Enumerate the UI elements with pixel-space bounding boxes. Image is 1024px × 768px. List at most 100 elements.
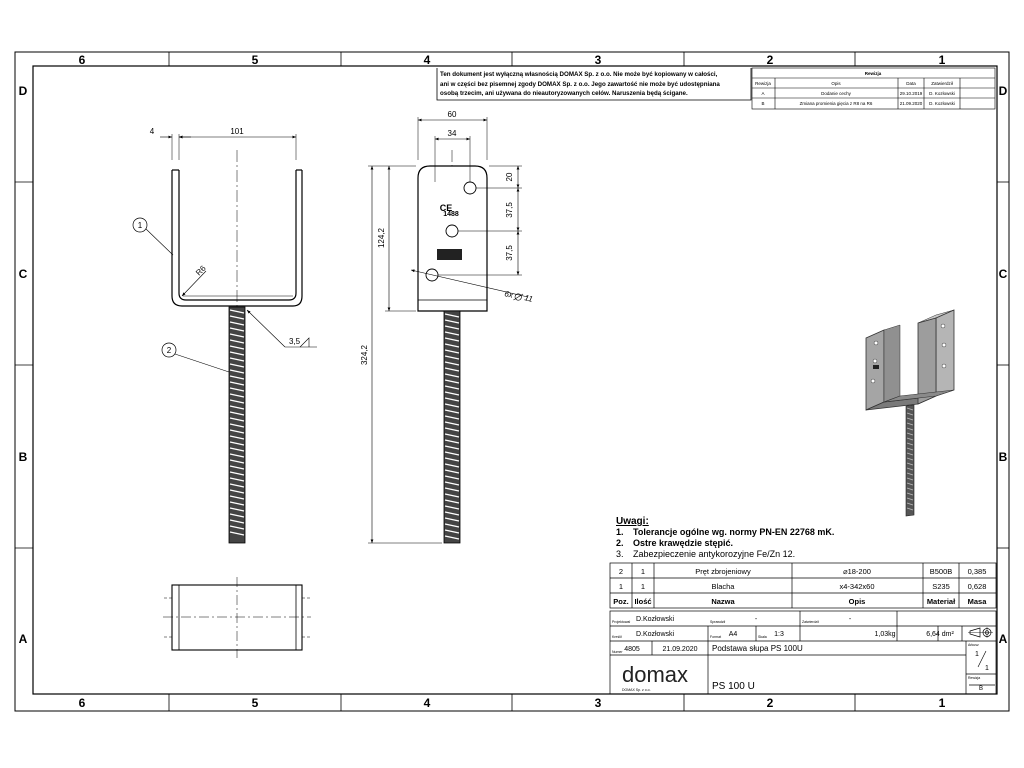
rebar-rib bbox=[229, 513, 245, 518]
rebar-rib bbox=[229, 357, 245, 362]
rebar-rib bbox=[444, 433, 460, 438]
row-label: A bbox=[999, 632, 1008, 646]
bom-cell: S235 bbox=[932, 582, 950, 591]
dim-hole-diameter: 11 bbox=[524, 293, 534, 304]
balloon-1: 1 bbox=[138, 221, 143, 230]
bom-header: Masa bbox=[968, 597, 988, 606]
rev-cell: B bbox=[761, 101, 764, 106]
dim-total-height: 324,2 bbox=[360, 344, 369, 365]
rebar-ribs bbox=[229, 309, 245, 536]
bom-cell: Pręt zbrojeniowy bbox=[695, 567, 751, 576]
bom-header: Materiał bbox=[927, 597, 956, 606]
iso-view bbox=[865, 309, 955, 517]
dim-hole-mid1: 37,5 bbox=[505, 202, 514, 218]
rebar-rib bbox=[229, 375, 245, 380]
rebar-rib bbox=[906, 487, 914, 491]
rebar-rib bbox=[906, 417, 914, 421]
label-numer: Numer bbox=[612, 650, 623, 654]
bom-header: Opis bbox=[849, 597, 866, 606]
dim-inner-width: 101 bbox=[230, 127, 244, 136]
rebar-rib bbox=[229, 459, 245, 464]
rev-cell: 21.09.2020 bbox=[900, 101, 923, 106]
sheet-total: 1 bbox=[985, 665, 989, 672]
side-view: CE 1488 60 34 20 37,5 37,5 124,2 324,2 bbox=[360, 110, 534, 545]
col-label: 5 bbox=[252, 53, 259, 67]
col-label: 4 bbox=[424, 53, 431, 67]
rebar-rib bbox=[229, 345, 245, 350]
rebar-ribs bbox=[906, 407, 914, 511]
dim-plate-height: 124,2 bbox=[377, 227, 386, 248]
note-item: 3.Zabezpieczenie antykorozyjne Fe/Zn 12. bbox=[616, 549, 795, 559]
rebar-rib bbox=[906, 432, 914, 436]
rebar-rib bbox=[444, 325, 460, 330]
label-skala: Skala bbox=[758, 635, 767, 639]
revision-title: Rewizja bbox=[865, 71, 882, 76]
rebar-rib bbox=[906, 427, 914, 431]
rebar-rib bbox=[444, 463, 460, 468]
col-label: 3 bbox=[595, 696, 602, 710]
rebar-rib bbox=[906, 472, 914, 476]
bom-cell: 0,628 bbox=[968, 582, 987, 591]
note-text: Zabezpieczenie antykorozyjne Fe/Zn 12. bbox=[633, 549, 796, 559]
rebar-rib bbox=[229, 495, 245, 500]
bom-header: Nazwa bbox=[711, 597, 735, 606]
bom-cell: 0,385 bbox=[968, 567, 987, 576]
inspector: - bbox=[755, 616, 758, 623]
note-item: 2.Ostre krawędzie stępić. bbox=[616, 538, 733, 548]
rebar-rib bbox=[444, 361, 460, 366]
company-logo: domax bbox=[622, 662, 688, 687]
rebar-rib bbox=[444, 523, 460, 528]
revision-text: Rewizja Rewizja Opis Data Zatwierdził A … bbox=[755, 71, 955, 106]
note-number: 2. bbox=[616, 538, 624, 548]
rebar-ribs bbox=[444, 313, 460, 540]
rev-header: Zatwierdził bbox=[931, 81, 953, 86]
rebar-rib bbox=[444, 355, 460, 360]
rebar-rib bbox=[444, 385, 460, 390]
rebar-rib bbox=[229, 531, 245, 536]
rebar-rib bbox=[906, 482, 914, 486]
row-label: D bbox=[19, 84, 28, 98]
rebar-rib bbox=[444, 319, 460, 324]
front-view: 4 101 R6 1 2 3,5 bbox=[132, 127, 317, 545]
rebar-rib bbox=[229, 453, 245, 458]
rebar-rib bbox=[444, 373, 460, 378]
rebar-rib bbox=[229, 435, 245, 440]
part-name: PS 100 U bbox=[712, 681, 755, 692]
dim-hole-spacing: 34 bbox=[448, 129, 457, 138]
bom-cell: ⌀18-200 bbox=[843, 567, 871, 576]
ownership-notice: Ten dokument jest wyłączną własnością DO… bbox=[440, 70, 748, 99]
dim-hole-mid2: 37,5 bbox=[505, 245, 514, 261]
col-label: 5 bbox=[252, 696, 259, 710]
rebar-rib bbox=[229, 501, 245, 506]
rebar-rib bbox=[229, 519, 245, 524]
col-label: 1 bbox=[939, 696, 946, 710]
rebar-rib bbox=[229, 429, 245, 434]
rebar-rib bbox=[444, 331, 460, 336]
rebar-rib bbox=[444, 499, 460, 504]
rebar-rib bbox=[444, 535, 460, 540]
rebar-rib bbox=[229, 363, 245, 368]
rebar-rib bbox=[444, 337, 460, 342]
col-label: 2 bbox=[767, 53, 774, 67]
col-label: 3 bbox=[595, 53, 602, 67]
drawing-number: 4805 bbox=[624, 646, 640, 653]
label-kreslil: Kreślił bbox=[612, 635, 622, 639]
rebar-rib bbox=[229, 327, 245, 332]
rebar-rib bbox=[444, 439, 460, 444]
rebar-rib bbox=[444, 421, 460, 426]
rev-header: Opis bbox=[831, 81, 841, 86]
col-label: 4 bbox=[424, 696, 431, 710]
rebar-rib bbox=[229, 423, 245, 428]
drawing-date: 21.09.2020 bbox=[662, 646, 697, 653]
rebar-rib bbox=[906, 492, 914, 496]
rebar-rib bbox=[444, 475, 460, 480]
row-label: A bbox=[19, 632, 28, 646]
rebar-rib bbox=[444, 403, 460, 408]
label-format: Format bbox=[710, 635, 721, 639]
rebar-rib bbox=[229, 411, 245, 416]
rev-cell: 29.10.2019 bbox=[900, 91, 923, 96]
diameter-symbol bbox=[513, 293, 524, 301]
rebar-rib bbox=[229, 315, 245, 320]
rebar-rib bbox=[444, 379, 460, 384]
